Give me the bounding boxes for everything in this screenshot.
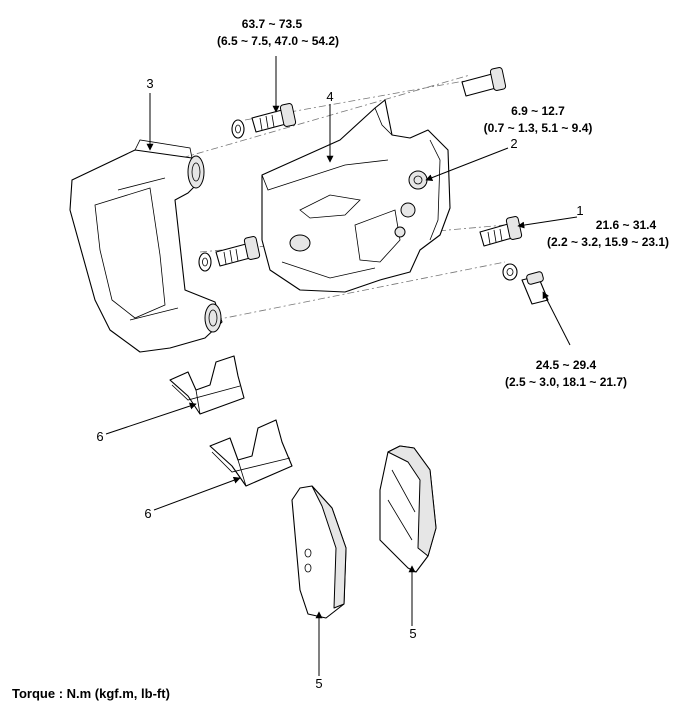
torque-3-line1: 21.6 ~ 31.4 — [596, 218, 657, 232]
torque-2-line1: 6.9 ~ 12.7 — [511, 104, 565, 118]
callout-5-inner: 5 — [315, 676, 322, 691]
torque-4-line1: 24.5 ~ 29.4 — [536, 358, 597, 372]
caliper-body — [261, 99, 451, 293]
bolt-mount-2 — [521, 271, 549, 305]
bolt-caliper-mount-1 — [479, 216, 523, 247]
pad-retainer-clip-upper — [169, 355, 245, 415]
bolt-lower-guide — [215, 236, 261, 267]
callout-3: 3 — [146, 76, 153, 91]
washer-lower — [198, 252, 212, 272]
caliper-carrier-bracket — [69, 139, 223, 353]
torque-3-line2: (2.2 ~ 3.2, 15.9 ~ 23.1) — [547, 235, 669, 249]
callout-6-lower: 6 — [144, 506, 151, 521]
torque-2-line2: (0.7 ~ 1.3, 5.1 ~ 9.4) — [484, 121, 593, 135]
torque-units-caption: Torque : N.m (kgf.m, lb-ft) — [12, 686, 170, 701]
torque-4-line2: (2.5 ~ 3.0, 18.1 ~ 21.7) — [505, 375, 627, 389]
brake-pad-inner — [291, 485, 347, 619]
pad-retainer-clip-lower — [209, 419, 293, 487]
washer-mount-2 — [502, 263, 518, 281]
washer-upper — [231, 119, 245, 139]
callout-5-outer: 5 — [409, 626, 416, 641]
leader-lines — [105, 56, 578, 676]
bolt-upper-guide — [251, 103, 297, 133]
torque-1-line1: 63.7 ~ 73.5 — [242, 17, 303, 31]
callout-2: 2 — [510, 136, 517, 151]
callout-4: 4 — [326, 89, 333, 104]
brake-pad-outer — [379, 445, 437, 573]
bolt-top-right — [461, 67, 507, 97]
torque-1-line2: (6.5 ~ 7.5, 47.0 ~ 54.2) — [217, 34, 339, 48]
callout-1: 1 — [576, 203, 583, 218]
callout-6-upper: 6 — [96, 429, 103, 444]
